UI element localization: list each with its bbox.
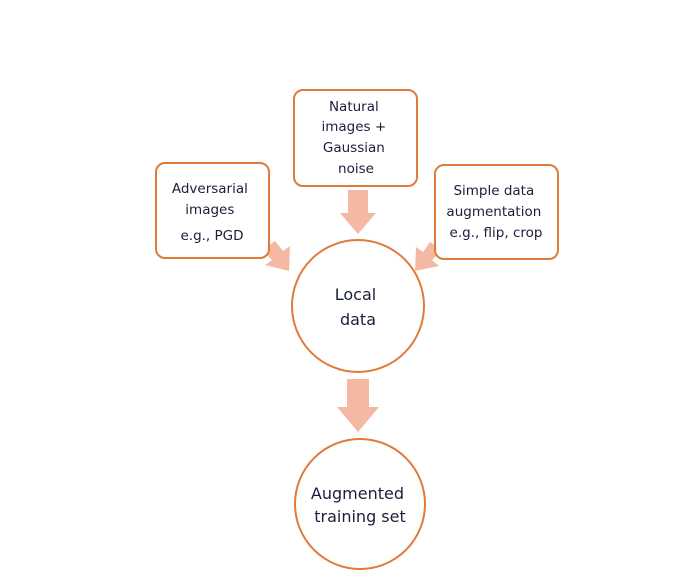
- node-label: Augmented training set: [311, 484, 409, 526]
- label-line: training set: [314, 507, 406, 526]
- label-line: data: [340, 310, 376, 329]
- node-circle: [294, 438, 426, 570]
- node-box: [293, 89, 418, 187]
- node-local-data: Local data: [291, 239, 425, 373]
- node-box: [155, 162, 270, 259]
- label-line: e.g., PGD: [180, 228, 243, 244]
- node-natural-noise: Natural images + Gaussian noise: [293, 89, 418, 187]
- node-simple-aug: Simple data augmentation e.g., flip, cro…: [434, 164, 559, 260]
- arrow-local-to-augmented: [337, 379, 379, 432]
- node-label: Adversarial images e.g., PGD: [172, 181, 252, 244]
- label-line: noise: [338, 161, 374, 177]
- node-label: Natural images + Gaussian noise: [322, 99, 391, 177]
- label-line: images: [185, 202, 234, 218]
- label-line: Gaussian: [323, 140, 385, 156]
- node-circle: [291, 239, 425, 373]
- label-line: Simple data: [453, 183, 534, 199]
- label-line: images +: [322, 119, 387, 135]
- node-label: Local data: [335, 285, 382, 329]
- node-adversarial: Adversarial images e.g., PGD: [155, 162, 270, 259]
- node-augmented-set: Augmented training set: [294, 438, 426, 570]
- label-line: Local: [335, 285, 376, 304]
- label-line: Augmented: [311, 484, 404, 503]
- label-line: Natural: [329, 99, 379, 115]
- arrow-natural-to-local: [340, 190, 376, 234]
- label-line: e.g., flip, crop: [450, 225, 543, 241]
- node-label: Simple data augmentation e.g., flip, cro…: [446, 183, 545, 241]
- label-line: Adversarial: [172, 181, 248, 197]
- label-line: augmentation: [446, 204, 541, 220]
- node-box: [434, 164, 559, 260]
